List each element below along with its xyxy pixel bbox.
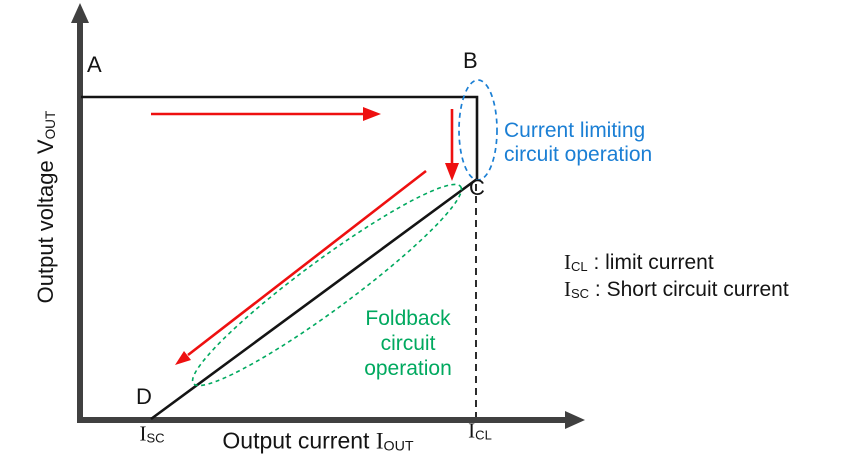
red-arrow-diagonal-line bbox=[187, 169, 427, 357]
point-c-label: C bbox=[469, 175, 485, 200]
isc-subscript: SC bbox=[146, 430, 165, 446]
icl-subscript: CL bbox=[475, 427, 492, 443]
red-arrow-down-head bbox=[445, 163, 459, 181]
legend-icl-symbol: I bbox=[564, 250, 571, 274]
vi-curve-line bbox=[81, 95, 479, 421]
point-b-label: B bbox=[463, 48, 478, 73]
x-axis-label: Output current IOUT bbox=[222, 427, 414, 455]
foldback-annotation: Foldback circuit operation bbox=[364, 307, 452, 380]
current-limiting-ellipse bbox=[458, 79, 498, 181]
legend-item-isc: ISC : Short circuit current bbox=[564, 277, 789, 304]
y-axis-label-text: Output voltage bbox=[33, 160, 58, 304]
x-axis-symbol-subscript: OUT bbox=[383, 438, 414, 455]
x-axis-label-text: Output current bbox=[222, 427, 370, 454]
y-axis-arrowhead bbox=[71, 3, 89, 23]
red-arrow-right-head bbox=[363, 107, 381, 121]
point-a-label: A bbox=[87, 52, 102, 77]
red-arrow-diagonal-head bbox=[175, 351, 191, 365]
legend-isc-subscript: SC bbox=[571, 285, 590, 301]
y-axis-symbol-subscript: OUT bbox=[42, 110, 58, 140]
legend-item-icl: ICL : limit current bbox=[564, 250, 789, 277]
x-axis-symbol: I bbox=[375, 428, 384, 454]
current-limiting-annotation: Current limiting circuit operation bbox=[504, 119, 653, 166]
x-axis-arrowhead bbox=[565, 411, 585, 429]
icl-symbol: I bbox=[468, 418, 476, 443]
isc-symbol: I bbox=[139, 421, 147, 446]
legend-icl-subscript: CL bbox=[571, 258, 588, 274]
icl-tick-label: ICL bbox=[468, 418, 492, 443]
legend-icl-description: : limit current bbox=[587, 251, 714, 274]
foldback-ellipse bbox=[191, 183, 463, 387]
legend-isc-description: : Short circuit current bbox=[589, 278, 789, 301]
legend: ICL : limit current ISC : Short circuit … bbox=[564, 250, 789, 304]
y-axis-label: Output voltage VOUT bbox=[33, 110, 58, 304]
legend-isc-symbol: I bbox=[564, 277, 571, 301]
y-axis-symbol: V bbox=[33, 139, 58, 155]
point-d-label: D bbox=[136, 384, 152, 409]
isc-tick-label: ISC bbox=[139, 421, 165, 446]
